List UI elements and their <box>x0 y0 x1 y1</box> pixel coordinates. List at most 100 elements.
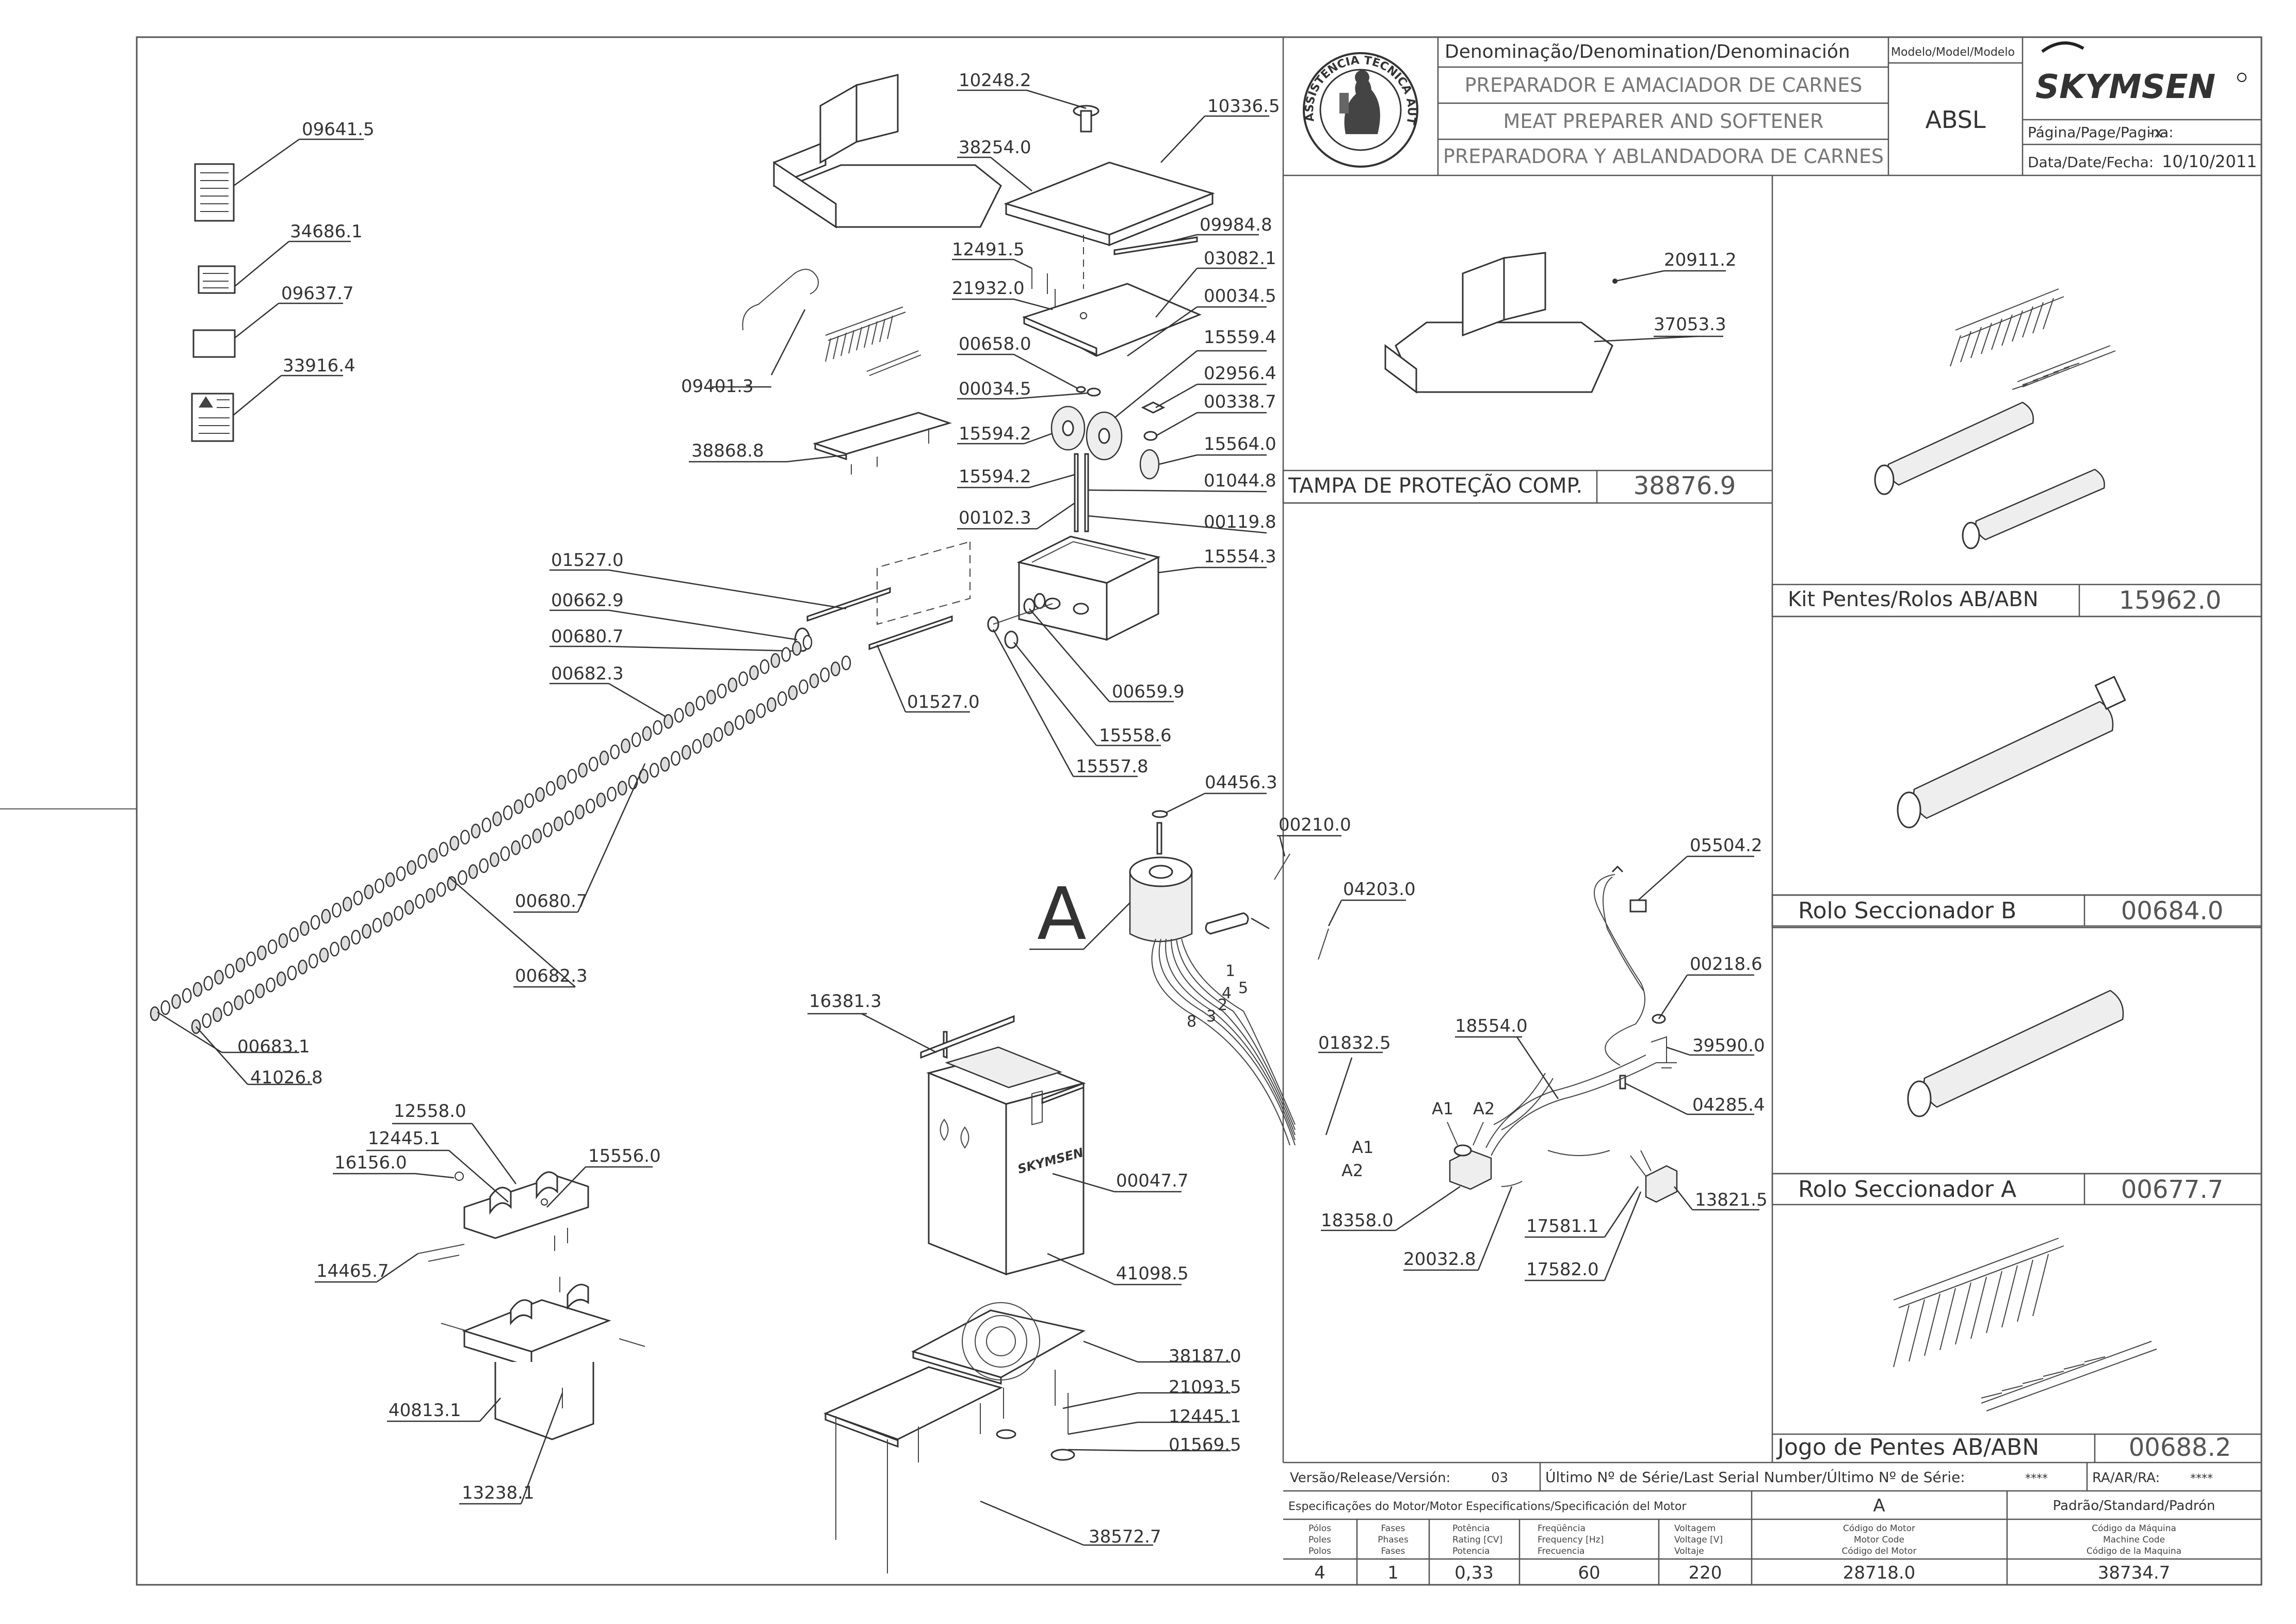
standard-label: Padrão/Standard/Padrón <box>2053 1498 2216 1514</box>
value-frequency: 60 <box>1578 1563 1600 1583</box>
part-label-01527-0-b: 01527.0 <box>907 692 980 712</box>
header-machine-code-en: Machine Code <box>2103 1535 2165 1545</box>
part-label-18358-0: 18358.0 <box>1321 1210 1394 1231</box>
header-rating-en: Rating [CV] <box>1452 1535 1502 1545</box>
part-label-04285-4: 04285.4 <box>1692 1095 1765 1115</box>
header-voltage-pt: Voltagem <box>1674 1523 1716 1534</box>
part-label-00218-6: 00218.6 <box>1690 954 1763 975</box>
product-name-pt: PREPARADOR E AMACIADOR DE CARNES <box>1465 74 1863 96</box>
part-label-15557-8: 15557.8 <box>1076 756 1149 777</box>
header-motor-code-en: Motor Code <box>1854 1535 1904 1545</box>
part-label-16156-0: 16156.0 <box>334 1152 407 1173</box>
header-poles-pt: Pólos <box>1308 1523 1331 1534</box>
authorized-service-seal: ASSISTÊNCIA TÉCNICA AUTORIZADA <box>0 0 1418 168</box>
kit-panel-code: 15962.0 <box>2119 586 2222 615</box>
value-rating: 0,33 <box>1454 1563 1494 1583</box>
part-label-13821-5: 13821.5 <box>1695 1190 1768 1210</box>
part-label-15564-0: 15564.0 <box>1204 434 1276 454</box>
part-label-20032-8: 20032.8 <box>1403 1249 1476 1270</box>
part-label-09641-5: 09641.5 <box>302 119 375 140</box>
header-phases-pt: Fases <box>1381 1523 1405 1534</box>
skymsen-logo: SKYMSEN <box>2035 41 2246 106</box>
small-comb <box>825 306 921 376</box>
motor-spec-label: Especificações do Motor/Motor Especifica… <box>1288 1500 1687 1513</box>
part-label-00683-1: 00683.1 <box>237 1036 310 1057</box>
part-label-21932-0: 21932.0 <box>952 278 1025 299</box>
seal-text: ASSISTÊNCIA TÉCNICA AUTORIZADA <box>0 0 1418 126</box>
part-label-12558-0: 12558.0 <box>394 1101 466 1122</box>
part-label-20911-2: 20911.2 <box>1664 250 1737 270</box>
part-label-10248-2: 10248.2 <box>959 70 1031 91</box>
comb-bracket: 38868.8 <box>689 412 952 475</box>
part-label-12445-1-a: 12445.1 <box>368 1128 441 1149</box>
electrical-harness: 05504.2 00218.6 39590.0 04285.4 18554.0 … <box>1321 835 1768 1281</box>
disc-stack-upper <box>150 635 813 1021</box>
header-phases-en: Phases <box>1378 1535 1409 1545</box>
roller-b-label: Rolo Seccionador B <box>1798 898 2016 924</box>
wire-mark-3: 3 <box>1206 1008 1216 1026</box>
header-poles-en: Poles <box>1308 1535 1331 1545</box>
spec-headers: Pólos Poles Polos Fases Phases Fases Pot… <box>1308 1523 2181 1556</box>
ra-value: **** <box>2190 1472 2213 1485</box>
header-motor-code-pt: Código do Motor <box>1843 1523 1915 1534</box>
version-value: 03 <box>1491 1470 1508 1486</box>
date-label: Data/Date/Fecha: <box>2028 154 2154 171</box>
part-label-15556-0: 15556.0 <box>588 1146 661 1166</box>
part-label-14465-7: 14465.7 <box>316 1261 389 1281</box>
hopper <box>773 74 1002 229</box>
cover-panel-code: 38876.9 <box>1634 472 1736 500</box>
part-label-02956-4: 02956.4 <box>1204 363 1276 384</box>
header-frequency-pt: Freqüência <box>1538 1523 1586 1534</box>
wire-mark-8: 8 <box>1187 1013 1196 1031</box>
kit-roller-icon-1 <box>1874 401 2034 495</box>
comb-roller-kit-panel: Kit Pentes/Rolos AB/ABN 15962.0 <box>1771 288 2262 618</box>
motor-spec-table: Versão/Release/Versión: 03 Último Nº de … <box>1283 1463 2261 1585</box>
svg-text:ASSISTÊNCIA TÉCNICA AUTORIZADA: ASSISTÊNCIA TÉCNICA AUTORIZADA <box>0 0 1418 126</box>
serial-label: Último Nº de Série/Last Serial Number/Úl… <box>1545 1468 1965 1486</box>
part-label-38187-0: 38187.0 <box>1169 1346 1241 1367</box>
header-frequency-es: Frecuencia <box>1538 1546 1584 1556</box>
comb-set-panel: Jogo de Pentes AB/ABN 00688.2 <box>1283 1238 2261 1464</box>
protective-cover-panel: 37053.3 20911.2 TAMPA DE PROTEÇÃO COMP. … <box>1282 250 1772 504</box>
part-label-12491-5: 12491.5 <box>952 239 1025 260</box>
roller-a-code: 00677.7 <box>2121 1175 2224 1204</box>
roller-bracket: 12558.0 12445.1 16156.0 15556.0 14465.7 <box>315 1101 661 1283</box>
kit-roller-icon-2 <box>1962 468 2105 549</box>
part-label-00119-8: 00119.8 <box>1204 512 1276 532</box>
part-label-03082-1: 03082.1 <box>1204 248 1276 269</box>
part-label-00659-9: 00659.9 <box>1112 681 1185 702</box>
part-label-00338-7: 00338.7 <box>1204 392 1276 412</box>
top-assembly: 10248.2 38254.0 10336.5 09984.8 12491.5 … <box>773 70 1280 777</box>
motor-assembly: 04456.3 A 00210.0 04203.0 1 5 4 2 3 8 01… <box>1029 772 1416 1180</box>
part-label-09637-7: 09637.7 <box>281 283 354 304</box>
part-label-00210-0: 00210.0 <box>1279 815 1351 835</box>
part-label-09401-3: 09401.3 <box>681 376 754 397</box>
serial-value: **** <box>2025 1472 2048 1485</box>
ra-label: RA/AR/RA: <box>2092 1470 2160 1486</box>
part-label-01527-0-a: 01527.0 <box>551 550 624 571</box>
kit-panel-label: Kit Pentes/Rolos AB/ABN <box>1788 588 2039 611</box>
part-label-39590-0: 39590.0 <box>1692 1035 1765 1056</box>
part-label-00658-0: 00658.0 <box>959 334 1031 354</box>
part-label-01569-5: 01569.5 <box>1169 1435 1241 1455</box>
roller-a-label: Rolo Seccionador A <box>1798 1176 2016 1203</box>
part-label-37053-3: 37053.3 <box>1654 314 1726 335</box>
part-label-21093-5: 21093.5 <box>1169 1377 1241 1398</box>
part-label-04456-3: 04456.3 <box>1205 772 1278 793</box>
part-label-01832-5: 01832.5 <box>1318 1033 1391 1053</box>
model-value: ABSL <box>1925 106 1985 134</box>
spec-values: 4 1 0,33 60 220 28718.0 38734.7 <box>1314 1563 2170 1583</box>
value-voltage: 220 <box>1689 1563 1722 1583</box>
value-machine-code: 38734.7 <box>2098 1563 2171 1583</box>
wire-mark-2: 2 <box>1218 996 1227 1014</box>
header-machine-code-es: Código de la Maquina <box>2087 1546 2181 1556</box>
part-label-00680-7-b: 00680.7 <box>515 891 588 912</box>
header-voltage-es: Voltaje <box>1674 1546 1704 1556</box>
part-label-38254-0: 38254.0 <box>959 137 1031 158</box>
part-label-00662-9: 00662.9 <box>551 590 624 611</box>
part-label-40813-1: 40813.1 <box>389 1400 461 1421</box>
roller-b-code: 00684.0 <box>2121 897 2224 925</box>
comb-set-label: Jogo de Pentes AB/ABN <box>1776 1434 2039 1460</box>
view-marker-a: A <box>1037 872 1087 956</box>
value-motor-code: 28718.0 <box>1843 1563 1916 1583</box>
